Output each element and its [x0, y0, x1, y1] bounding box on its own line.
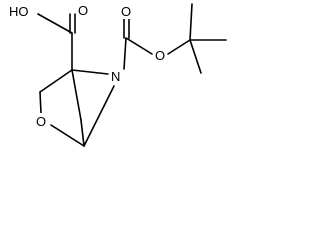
bond-nitrogen-carbamate-carbon	[123, 37, 127, 70]
atom-label-group: HO O N O O O	[7, 2, 167, 129]
nitrogen-label: N	[111, 69, 120, 84]
ring-oxygen-label-bg	[34, 113, 48, 129]
carbamate-ether-oxygen-label: O	[155, 48, 165, 63]
bond-ch2-ring-oxygen	[39, 91, 42, 114]
bond-ch2-right-nitrogen	[103, 85, 115, 107]
ring-oxygen-label: O	[36, 114, 46, 129]
nitrogen-label-bg	[109, 68, 123, 84]
hydroxyl-label: HO	[9, 4, 29, 19]
acid-carbonyl-label-bg	[76, 2, 90, 18]
bond-acid-carbon-hydroxyl	[37, 13, 73, 34]
bond-carbamate-carbon-ether-o	[125, 37, 153, 55]
carbamate-carbonyl-oxygen-label: O	[121, 4, 131, 19]
acid-carbonyl-oxygen-label: O	[78, 3, 88, 18]
bond-bridge-c4	[80, 119, 85, 147]
bond-ether-o-quaternary-c	[167, 39, 191, 55]
carbamate-carbonyl-label-bg	[119, 3, 133, 19]
bond-methyl-top	[189, 3, 193, 41]
carbamate-ether-label-bg	[153, 47, 167, 63]
bond-c1-nitrogen	[71, 69, 109, 75]
chemical-structure-diagram: HO O N O O O	[7, 2, 227, 147]
bond-methyl-bottom	[189, 39, 202, 74]
bond-c1-ch2-top	[39, 69, 73, 93]
hydroxyl-label-bg	[7, 3, 31, 19]
bond-c4-ch2-right	[83, 105, 105, 147]
bond-ring-oxygen-c4	[50, 124, 85, 147]
bond-group	[37, 3, 227, 147]
bond-c1-bridge	[71, 69, 82, 121]
